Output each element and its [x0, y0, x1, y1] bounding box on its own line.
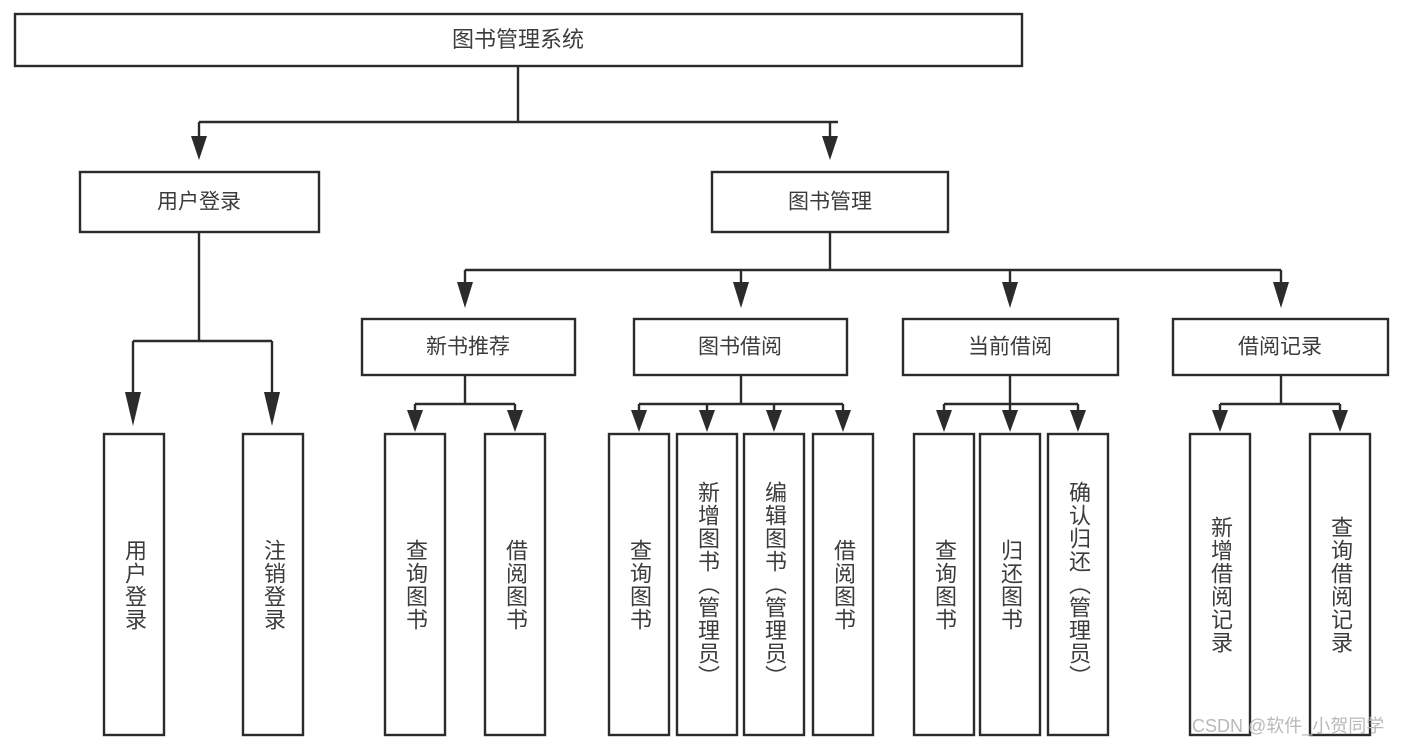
node-borrow-records[interactable]: 借阅记录	[1171, 317, 1390, 377]
connectors-user-login-to-leaves	[125, 232, 280, 426]
leaf-current-borrow-0[interactable]	[912, 432, 976, 737]
connectors-new-book-to-leaves	[407, 375, 523, 432]
node-root-label: 图书管理系统	[452, 27, 584, 52]
leaf-borrow-records-0[interactable]	[1188, 432, 1252, 737]
connectors-root-to-level2	[191, 65, 838, 160]
node-book-borrow-label: 图书借阅	[698, 336, 782, 359]
leaf-current-borrow-1[interactable]	[978, 432, 1042, 737]
node-user-login-label: 用户登录	[157, 191, 241, 214]
node-book-management-label: 图书管理	[788, 191, 872, 214]
node-new-book-recommend[interactable]: 新书推荐	[360, 317, 577, 377]
leaf-book-borrow-3[interactable]	[811, 432, 875, 737]
node-user-login[interactable]: 用户登录	[78, 170, 321, 234]
connectors-current-borrow-to-leaves	[936, 375, 1086, 432]
connectors-level2-booking-to-level3	[457, 232, 1289, 308]
connectors-book-borrow-to-leaves	[631, 375, 851, 432]
node-book-management[interactable]: 图书管理	[710, 170, 950, 234]
leaf-book-borrow-0[interactable]	[607, 432, 671, 737]
node-current-borrow-label: 当前借阅	[968, 336, 1052, 359]
csdn-watermark: CSDN @软件_小贺同学	[1192, 716, 1385, 736]
leaf-book-borrow-2[interactable]	[742, 432, 806, 737]
node-current-borrow[interactable]: 当前借阅	[901, 317, 1120, 377]
leaf-user-login-0[interactable]	[102, 432, 166, 737]
leaf-new-book-0[interactable]	[383, 432, 447, 737]
node-new-book-recommend-label: 新书推荐	[426, 336, 510, 359]
connectors-borrow-records-to-leaves	[1212, 375, 1348, 432]
leaf-new-book-1[interactable]	[483, 432, 547, 737]
node-borrow-records-label: 借阅记录	[1238, 336, 1322, 359]
leaf-user-login-1[interactable]	[241, 432, 305, 737]
node-root[interactable]: 图书管理系统	[13, 12, 1024, 68]
node-book-borrow[interactable]: 图书借阅	[632, 317, 849, 377]
leaf-current-borrow-2[interactable]	[1046, 432, 1110, 737]
leaf-book-borrow-1[interactable]	[675, 432, 739, 737]
leaf-borrow-records-1[interactable]	[1308, 432, 1372, 737]
